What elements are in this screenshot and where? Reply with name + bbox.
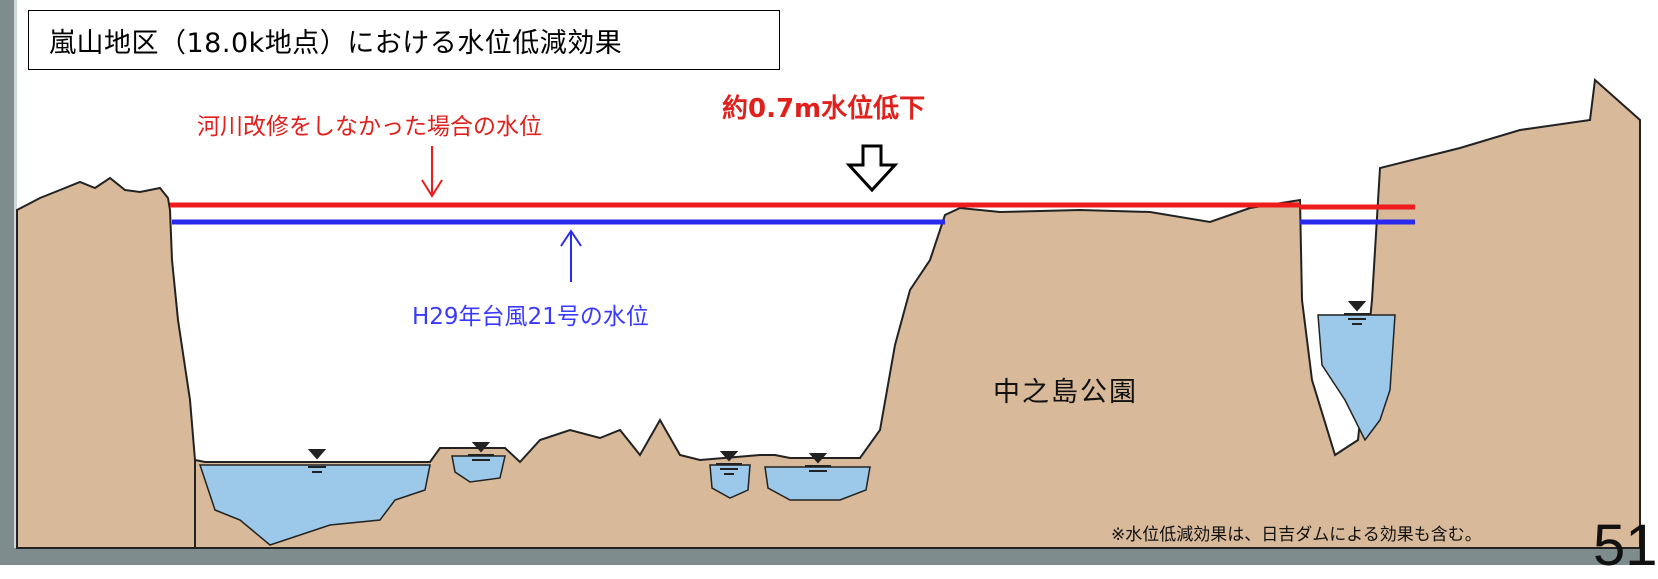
water-channel-2 (451, 455, 506, 483)
water-channel-1 (198, 464, 431, 546)
frame-border-bottom (0, 548, 1640, 565)
title-box: 嵐山地区（18.0k地点）における水位低減効果 (28, 10, 780, 70)
red-arrow-icon (421, 146, 443, 198)
water-channel-right (1317, 314, 1396, 442)
frame-inner-left (14, 0, 17, 548)
label-reduction: 約0.7m水位低下 (722, 94, 926, 124)
page-number: 51 (1593, 513, 1658, 578)
down-arrow-icon (845, 144, 899, 193)
label-note: ※水位低減効果は、日吉ダムによる効果も含む。 (1111, 525, 1482, 545)
label-without-improvement: 河川改修をしなかった場合の水位 (197, 114, 542, 140)
water-channel-3 (709, 464, 751, 499)
label-park: 中之島公園 (993, 377, 1138, 408)
blue-arrow-icon (560, 229, 582, 282)
ground-left-bank (16, 176, 196, 549)
water-level-marker-icon (304, 301, 1370, 475)
slide-frame (0, 0, 1640, 565)
ground-riverbed (194, 77, 1641, 549)
frame-border-left (0, 0, 14, 565)
water-channel-4 (764, 466, 871, 501)
label-typhoon-level: H29年台風21号の水位 (412, 304, 649, 330)
cross-section-diagram (16, 77, 1641, 549)
